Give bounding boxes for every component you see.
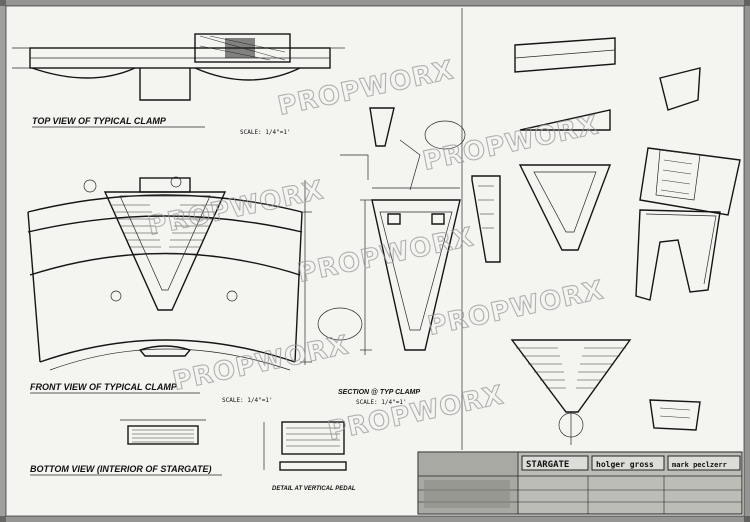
watermark-6: PROPWORX: [170, 330, 351, 397]
front-view-scale: SCALE: 1/4"=1': [222, 397, 273, 404]
front-view-drawing: [27, 176, 312, 371]
section-scale: SCALE: 1/4"=1': [356, 399, 407, 406]
right-detail-drawings: [471, 37, 741, 445]
top-view-scale: SCALE: 1/4"=1': [240, 129, 291, 136]
title-block-project: STARGATE: [526, 460, 569, 470]
watermark-1: PROPWORX: [275, 55, 456, 122]
top-view-drawing: [12, 33, 345, 101]
bottom-view-title: BOTTOM VIEW (INTERIOR OF STARGATE): [30, 464, 212, 474]
watermark-2: PROPWORX: [420, 110, 601, 177]
title-block: [417, 451, 743, 515]
title-block-designer: holger gross: [596, 460, 654, 469]
section-title: SECTION @ TYP CLAMP: [338, 389, 420, 396]
detail-title: DETAIL AT VERTICAL PEDAL: [272, 486, 356, 492]
watermark-4: PROPWORX: [295, 222, 476, 289]
front-view-title: FRONT VIEW OF TYPICAL CLAMP: [30, 382, 178, 392]
section-drawing: [317, 107, 466, 355]
detail-pedal-drawing: [263, 421, 347, 471]
sheet-border: [5, 5, 745, 517]
title-block-draftsman: mark peclzerr: [672, 461, 727, 469]
watermark-5: PROPWORX: [425, 275, 606, 342]
bottom-view-drawing: [120, 419, 206, 445]
top-view-title: TOP VIEW OF TYPICAL CLAMP: [32, 116, 167, 126]
